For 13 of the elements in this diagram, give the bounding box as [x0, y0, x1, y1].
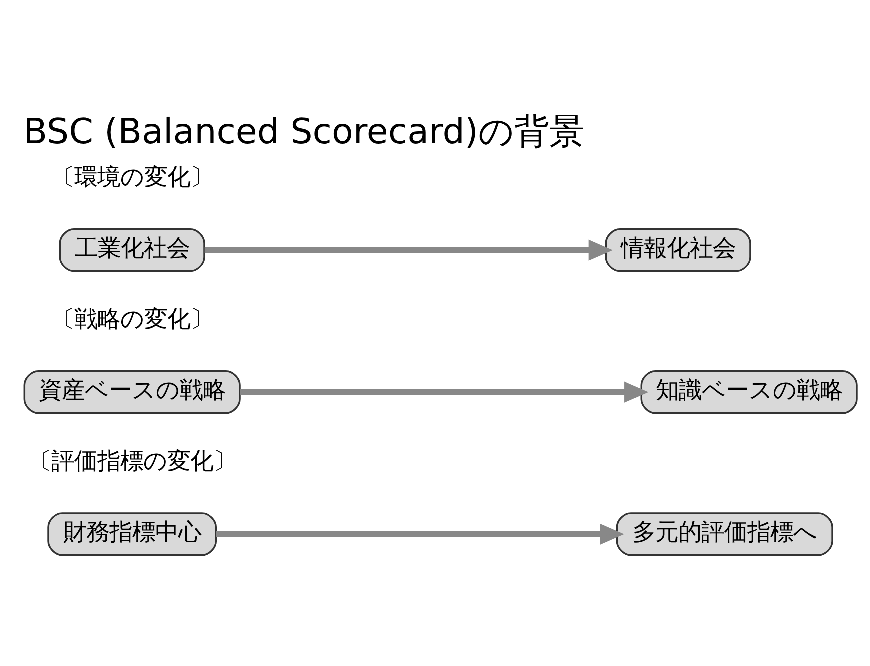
diagram-title: BSC (Balanced Scorecard)の背景 — [24, 112, 584, 152]
node-box: 知識ベースの戦略 — [640, 370, 858, 414]
node-box: 工業化社会 — [59, 228, 206, 272]
node-box: 財務指標中心 — [48, 512, 218, 556]
node-box: 情報化社会 — [605, 228, 752, 272]
label: 〔評価指標の変化〕 — [28, 448, 236, 476]
node-box: 多元的評価指標へ — [616, 512, 834, 556]
arrow — [216, 524, 624, 545]
label: 〔戦略の変化〕 — [51, 306, 214, 334]
arrow — [204, 240, 613, 261]
label: 〔環境の変化〕 — [51, 164, 214, 192]
arrow — [240, 382, 649, 403]
node-box: 資産ベースの戦略 — [24, 370, 241, 414]
